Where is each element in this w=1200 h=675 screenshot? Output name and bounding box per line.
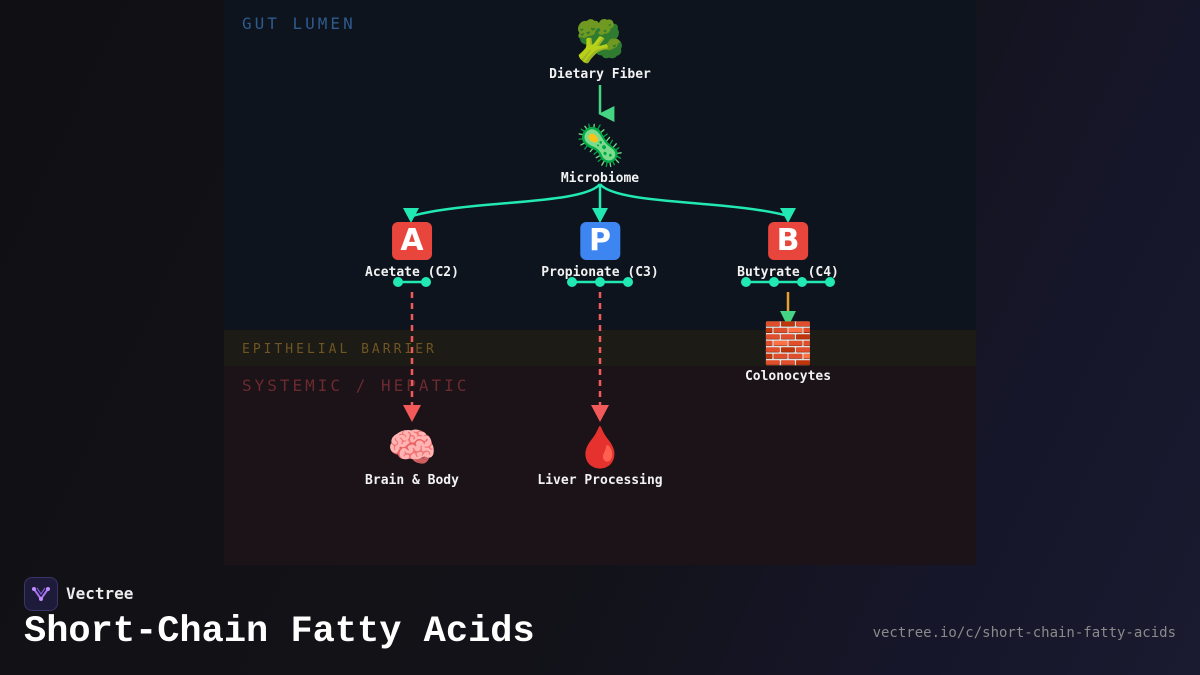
page-title: Short-Chain Fatty Acids: [24, 611, 535, 653]
blood-drop-icon: 🩸: [575, 425, 625, 471]
zone-label-systemic: SYSTEMIC / HEPATIC: [242, 376, 470, 395]
brick-wall-icon: 🧱: [763, 321, 813, 367]
node-propionate: P Propionate (C3): [541, 218, 659, 280]
carbon-atom-butyrate: [797, 277, 807, 287]
arrowhead-propionate: [592, 208, 608, 223]
carbon-atom-butyrate: [769, 277, 779, 287]
vectree-logo-icon: [24, 577, 58, 611]
zone-label-barrier: EPITHELIAL BARRIER: [242, 342, 437, 357]
arrowhead-acetate: [403, 208, 419, 223]
arrow-microbiome-to-acetate: [411, 183, 601, 218]
flow-arrows: [393, 85, 835, 422]
node-label-liver: Liver Processing: [537, 473, 663, 488]
carbon-atom-butyrate: [825, 277, 835, 287]
node-label-propionate: Propionate (C3): [541, 265, 659, 280]
letter-p-icon: P: [580, 222, 620, 260]
node-liver-processing: 🩸 Liver Processing: [537, 426, 662, 488]
broccoli-icon: 🥦: [575, 19, 625, 65]
node-microbiome: 🦠 Microbiome: [561, 124, 639, 186]
carbon-atom-acetate: [393, 277, 403, 287]
arrow-microbiome-to-butyrate: [599, 183, 789, 218]
node-dietary-fiber: 🥦 Dietary Fiber: [549, 20, 651, 82]
node-butyrate: B Butyrate (C4): [737, 218, 839, 280]
zone-systemic-hepatic: SYSTEMIC / HEPATIC: [224, 366, 976, 565]
carbon-chains: [393, 277, 835, 287]
arrowhead-liver: [591, 405, 609, 422]
node-label-brain: Brain & Body: [365, 473, 459, 488]
diagram-canvas: GUT LUMEN EPITHELIAL BARRIER SYSTEMIC / …: [224, 0, 976, 565]
zone-label-lumen: GUT LUMEN: [242, 14, 356, 33]
carbon-atom-acetate: [421, 277, 431, 287]
zone-gut-lumen: GUT LUMEN: [224, 0, 976, 330]
node-colonocytes: 🧱 Colonocytes: [745, 322, 831, 384]
carbon-atom-propionate: [595, 277, 605, 287]
arrowhead-brain: [403, 405, 421, 422]
carbon-atom-butyrate: [741, 277, 751, 287]
node-label-acetate: Acetate (C2): [365, 265, 459, 280]
node-label-fiber: Dietary Fiber: [549, 67, 651, 82]
brain-icon: 🧠: [387, 425, 437, 471]
brand-name: Vectree: [66, 584, 134, 603]
node-label-colonocytes: Colonocytes: [744, 369, 832, 384]
carbon-atom-propionate: [623, 277, 633, 287]
letter-b-icon: B: [768, 222, 808, 260]
microbe-icon: 🦠: [575, 123, 625, 169]
source-url: vectree.io/c/short-chain-fatty-acids: [872, 625, 1176, 641]
node-label-microbiome: Microbiome: [560, 171, 640, 186]
letter-a-icon: A: [391, 222, 432, 260]
node-brain-body: 🧠 Brain & Body: [365, 426, 459, 488]
node-acetate: A Acetate (C2): [365, 218, 459, 280]
arrowhead-colonocytes: [780, 311, 796, 327]
carbon-atom-propionate: [567, 277, 577, 287]
arrowhead-butyrate: [780, 208, 796, 223]
node-label-butyrate: Butyrate (C4): [737, 265, 839, 280]
